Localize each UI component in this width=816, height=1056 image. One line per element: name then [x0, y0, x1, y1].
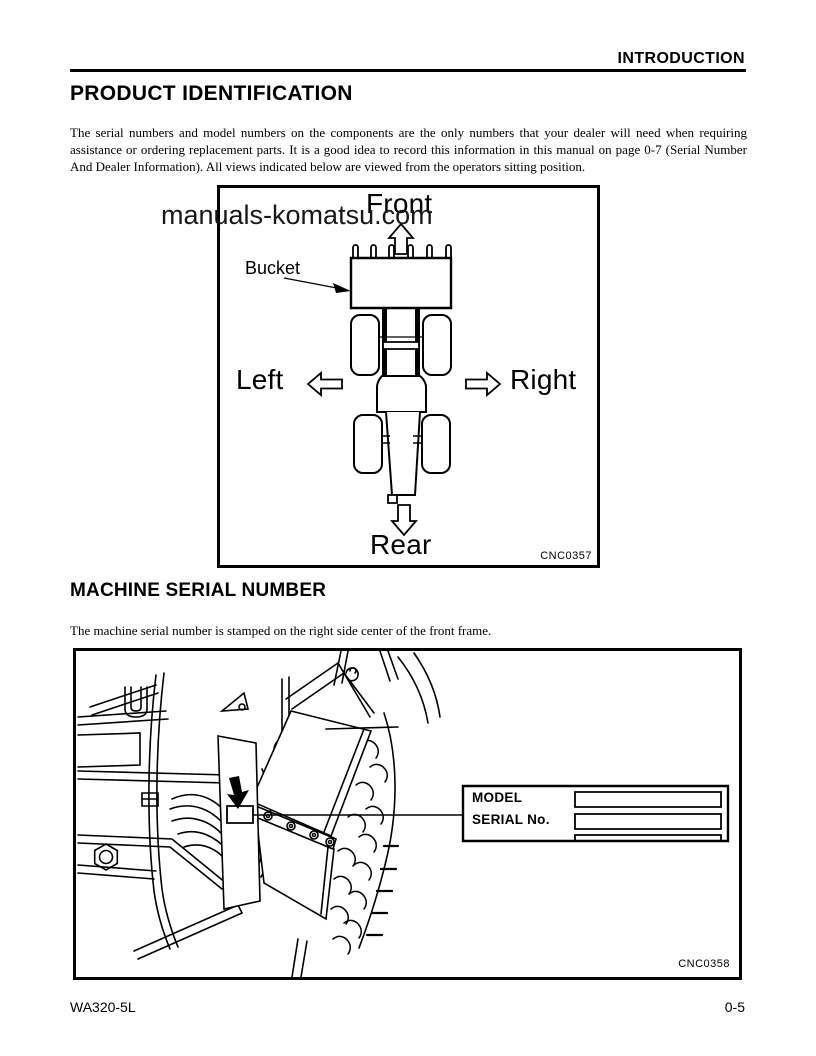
bucket-label: Bucket — [245, 258, 301, 278]
serial-body-text: The machine serial number is stamped on … — [70, 623, 492, 638]
front-frame-illustration — [76, 651, 739, 977]
model-label: MODEL — [472, 790, 523, 805]
bucket-callout-arrow-icon — [284, 278, 351, 293]
header-rule — [70, 69, 746, 72]
intro-paragraph: The serial numbers and model numbers on … — [70, 125, 747, 174]
footer-model: WA320-5L — [70, 999, 136, 1015]
machine-serial-heading: MACHINE SERIAL NUMBER — [70, 580, 327, 601]
watermark: manuals-komatsu.com — [161, 200, 433, 230]
right-arrow-icon — [466, 373, 500, 395]
serial-location-arrow-icon — [227, 776, 249, 809]
rear-arrow-icon — [392, 505, 416, 535]
left-arrow-icon — [308, 373, 342, 395]
page-title: PRODUCT IDENTIFICATION — [70, 82, 353, 105]
right-label: Right — [510, 364, 577, 395]
footer-page-number: 0-5 — [724, 999, 745, 1015]
front-label: Front — [366, 188, 433, 219]
rear-label: Rear — [370, 529, 432, 560]
serial-no-label: SERIAL No. — [472, 812, 550, 827]
figure-code: CNC0357 — [540, 550, 592, 562]
section-label: INTRODUCTION — [617, 50, 745, 67]
serial-location-diagram: MODEL SERIAL No. CNC0358 — [73, 648, 742, 980]
serial-plate-fields — [463, 786, 728, 841]
front-arrow-icon — [389, 224, 413, 254]
left-label: Left — [236, 364, 284, 395]
figure-code: CNC0358 — [678, 958, 730, 970]
orientation-diagram: Front Left Right Rear Bucket CNC0357 — [217, 185, 600, 568]
machine-top-view — [220, 188, 597, 565]
